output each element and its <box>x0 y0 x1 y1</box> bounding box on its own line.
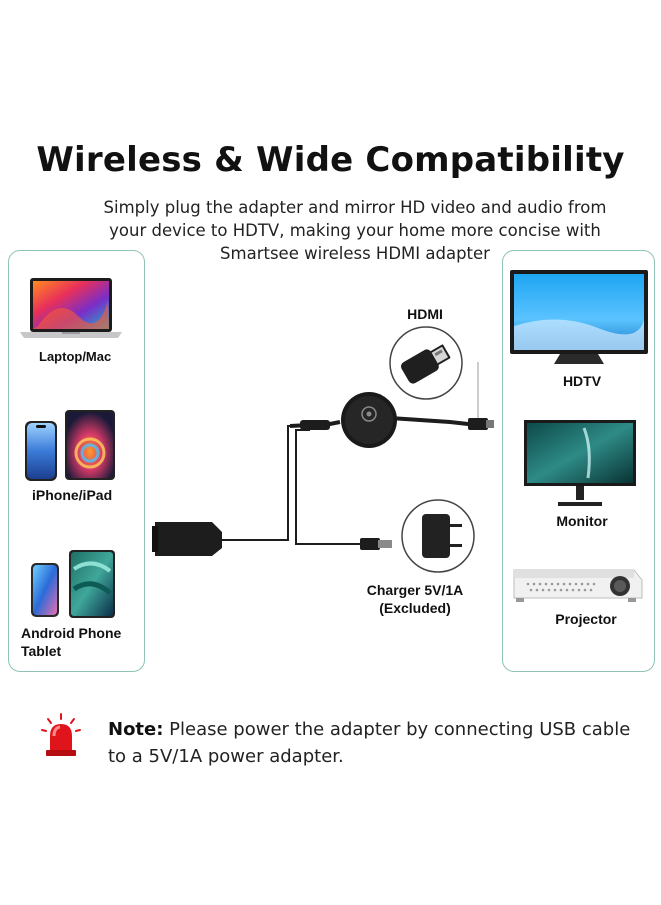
hdmi-cable <box>388 416 470 426</box>
warning-light-icon <box>41 713 81 756</box>
charger-icon <box>401 499 475 573</box>
iphone-ipad-label: iPhone/iPad <box>32 487 113 503</box>
display-devices-panel <box>502 250 655 672</box>
hdmi-label: HDMI <box>407 306 443 322</box>
charger-label-line2: (Excluded) <box>379 600 451 616</box>
note-text: Note: Please power the adapter by connec… <box>108 716 638 770</box>
note-prefix: Note: <box>108 719 164 740</box>
tv-icon <box>510 270 648 364</box>
android-tablet-icon <box>69 550 115 618</box>
page-title: Wireless & Wide Compatibility <box>36 140 625 180</box>
ipad-icon <box>65 410 115 480</box>
android-label-line1: Android Phone <box>21 625 122 641</box>
note-body: Please power the adapter by connecting U… <box>108 719 631 767</box>
hdmi-connector-icon <box>389 326 463 400</box>
laptop-label: Laptop/Mac <box>39 349 112 364</box>
adapter-diagram <box>152 362 494 556</box>
monitor-icon <box>524 420 636 506</box>
hdtv-label: HDTV <box>562 373 602 389</box>
android-label-line2: Tablet <box>21 643 62 659</box>
page-subtitle: Simply plug the adapter and mirror HD vi… <box>103 198 607 263</box>
iphone-icon <box>25 421 57 481</box>
source-devices-panel <box>8 250 145 672</box>
charger-label-line1: Charger 5V/1A <box>366 582 464 598</box>
projector-label: Projector <box>555 611 617 627</box>
projector-icon <box>513 569 643 602</box>
android-phone-icon <box>31 563 59 617</box>
monitor-label: Monitor <box>556 513 608 529</box>
laptop-icon <box>20 278 122 338</box>
